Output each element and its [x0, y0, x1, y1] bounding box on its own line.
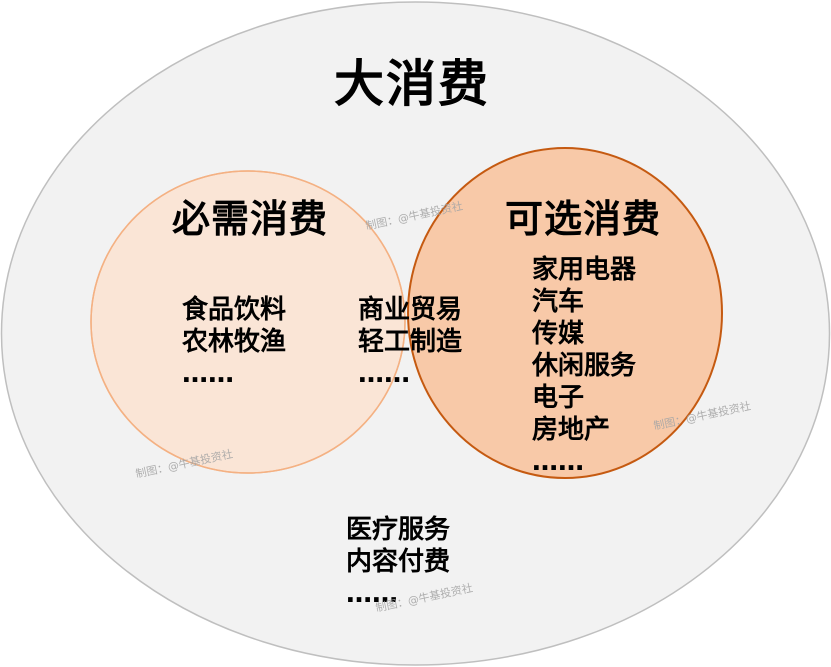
- outer-item-list: 医疗服务 内容付费 ……: [346, 514, 450, 610]
- list-item: ……: [182, 359, 234, 389]
- list-item: 商业贸易: [358, 295, 463, 325]
- list-item: 房地产: [532, 415, 611, 445]
- discretionary-circle: [407, 147, 723, 479]
- list-item: 休闲服务: [532, 351, 637, 381]
- discretionary-item-list: 家用电器 汽车 传媒 休闲服务 电子 房地产 ……: [532, 254, 636, 478]
- list-item: 内容付费: [346, 547, 451, 577]
- list-item: ……: [358, 359, 410, 389]
- staples-title: 必需消费: [172, 197, 329, 241]
- list-item: 食品饮料: [182, 295, 287, 325]
- list-item: 传媒: [532, 319, 585, 349]
- list-item: 汽车: [532, 287, 585, 317]
- staples-item-list: 食品饮料 农林牧渔 ……: [182, 294, 286, 390]
- list-item: ……: [346, 579, 398, 609]
- list-item: 电子: [532, 383, 585, 413]
- discretionary-title: 可选消费: [505, 197, 662, 241]
- main-title: 大消费: [334, 55, 490, 113]
- list-item: 医疗服务: [346, 515, 451, 545]
- list-item: 轻工制造: [358, 327, 463, 357]
- list-item: 农林牧渔: [182, 327, 287, 357]
- list-item: ……: [532, 447, 584, 477]
- staples-outline: [90, 170, 406, 474]
- overlap-item-list: 商业贸易 轻工制造 ……: [358, 294, 462, 390]
- list-item: 家用电器: [532, 255, 637, 285]
